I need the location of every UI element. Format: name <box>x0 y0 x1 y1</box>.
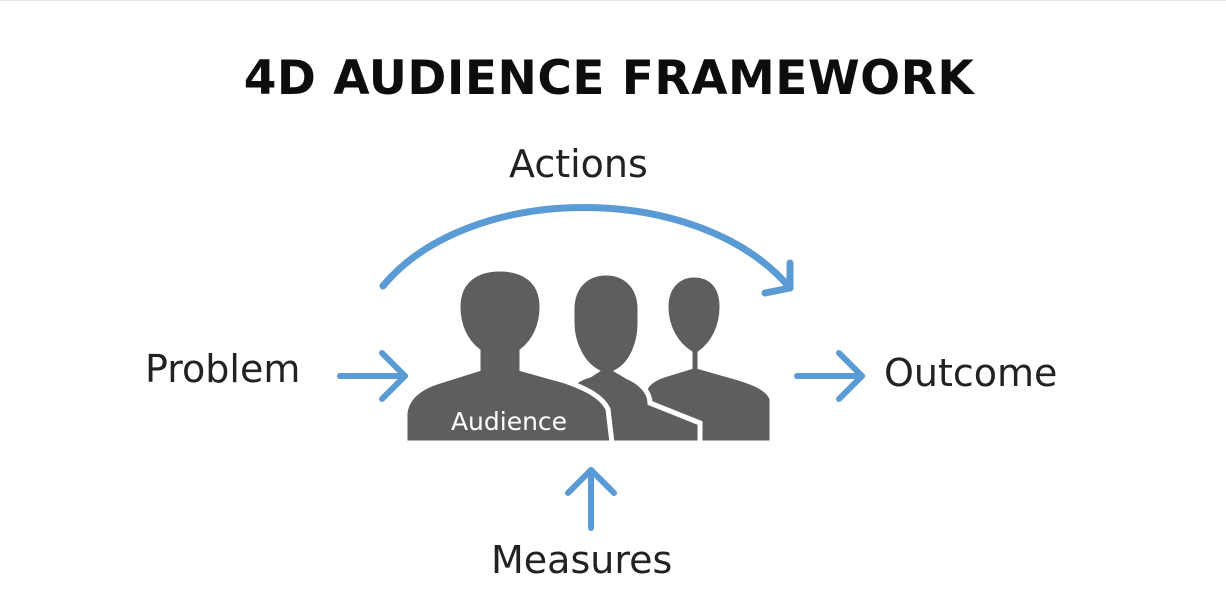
problem-arrow <box>337 350 408 402</box>
actions-curved-arrow <box>379 204 794 297</box>
audience-label: Audience <box>451 407 567 436</box>
man-right-silhouette <box>641 272 775 446</box>
problem-label: Problem <box>145 347 301 391</box>
outcome-label: Outcome <box>884 351 1058 395</box>
outcome-arrow <box>794 350 865 402</box>
measures-label: Measures <box>491 538 673 582</box>
diagram-title: 4D AUDIENCE FRAMEWORK <box>243 51 975 106</box>
actions-label: Actions <box>509 142 648 186</box>
measures-arrow <box>565 467 617 531</box>
man-front-silhouette <box>402 266 615 446</box>
audience-group-icon: Audience <box>402 266 775 446</box>
